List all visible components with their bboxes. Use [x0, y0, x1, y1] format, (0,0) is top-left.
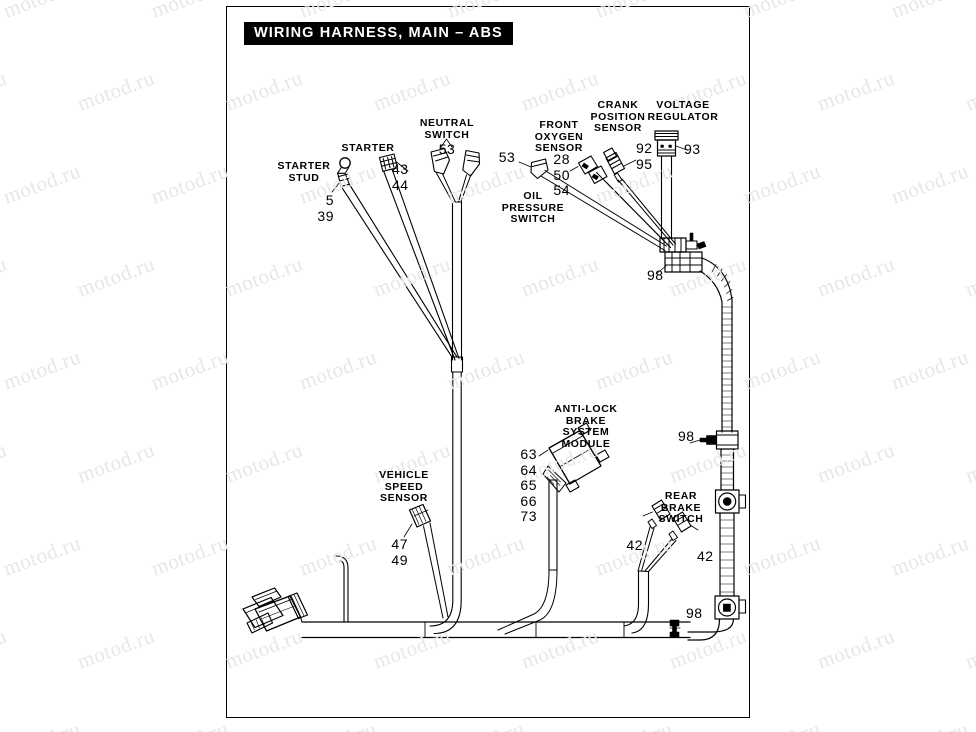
watermark-text: motod.ru — [148, 158, 232, 209]
watermark-text: motod.ru — [740, 530, 824, 581]
watermark-text: motod.ru — [296, 716, 380, 732]
callout-voltage-regulator: 93 — [684, 141, 701, 157]
callout-starter-stud: 5 39 — [317, 192, 334, 224]
watermark-text: motod.ru — [444, 716, 528, 732]
watermark-text: motod.ru — [814, 623, 898, 674]
watermark-text: motod.ru — [962, 65, 976, 116]
watermark-text: motod.ru — [148, 716, 232, 732]
watermark-text: motod.ru — [0, 65, 10, 116]
label-crank-position-sensor: CRANK POSITION SENSOR — [590, 99, 646, 134]
callout-clamp-middle: 98 — [678, 428, 695, 444]
callout-neutral-switch: 53 — [438, 141, 456, 157]
watermark-text: motod.ru — [0, 623, 10, 674]
label-starter-stud: STARTER STUD — [277, 160, 331, 184]
callout-clamp-top: 98 — [647, 267, 664, 283]
watermark-text: motod.ru — [888, 716, 972, 732]
watermark-text: motod.ru — [888, 0, 972, 23]
callout-rear-brake-right: 42 — [697, 548, 714, 564]
watermark-text: motod.ru — [888, 158, 972, 209]
label-rear-brake-switch: REAR BRAKE SWITCH — [658, 490, 704, 525]
watermark-text: motod.ru — [74, 437, 158, 488]
label-abs-module: ANTI-LOCK BRAKE SYSTEM MODULE — [554, 403, 618, 450]
watermark-text: motod.ru — [740, 0, 824, 23]
label-oil-pressure-switch: OIL PRESSURE SWITCH — [501, 190, 565, 225]
callout-abs-module: 63 64 65 66 73 — [520, 446, 537, 524]
watermark-text: motod.ru — [0, 158, 84, 209]
watermark-text: motod.ru — [888, 344, 972, 395]
watermark-text: motod.ru — [0, 530, 84, 581]
watermark-text: motod.ru — [962, 251, 976, 302]
callout-rear-brake-left: 42 — [626, 537, 643, 553]
watermark-text: motod.ru — [0, 344, 84, 395]
callout-starter-connector: 43 44 — [392, 161, 409, 193]
watermark-text: motod.ru — [74, 251, 158, 302]
watermark-text: motod.ru — [0, 251, 10, 302]
watermark-text: motod.ru — [962, 623, 976, 674]
diagram-frame — [226, 6, 750, 718]
watermark-text: motod.ru — [148, 530, 232, 581]
label-vehicle-speed-sensor: VEHICLE SPEED SENSOR — [379, 469, 429, 504]
callout-vehicle-speed-sensor: 47 49 — [391, 536, 408, 568]
watermark-text: motod.ru — [814, 65, 898, 116]
callout-crank-position-sensor: 92 95 — [636, 140, 653, 172]
watermark-text: motod.ru — [740, 344, 824, 395]
watermark-text: motod.ru — [592, 716, 676, 732]
page-title: WIRING HARNESS, MAIN – ABS — [244, 22, 513, 45]
watermark-text: motod.ru — [0, 437, 10, 488]
label-front-oxygen-sensor: FRONT OXYGEN SENSOR — [534, 119, 584, 154]
watermark-text: motod.ru — [0, 716, 84, 732]
callout-clamp-bottom: 98 — [686, 605, 703, 621]
watermark-text: motod.ru — [888, 530, 972, 581]
watermark-text: motod.ru — [814, 251, 898, 302]
watermark-text: motod.ru — [148, 0, 232, 23]
label-neutral-switch: NEUTRAL SWITCH — [419, 117, 475, 141]
watermark-text: motod.ru — [148, 344, 232, 395]
watermark-text: motod.ru — [814, 437, 898, 488]
watermark-text: motod.ru — [0, 0, 84, 23]
watermark-text: motod.ru — [74, 65, 158, 116]
watermark-text: motod.ru — [74, 623, 158, 674]
callout-oil-pressure-switch: 53 — [498, 149, 516, 165]
label-voltage-regulator: VOLTAGE REGULATOR — [647, 99, 719, 123]
callout-front-oxygen-sensor: 28 50 54 — [553, 151, 570, 198]
watermark-text: motod.ru — [740, 158, 824, 209]
watermark-text: motod.ru — [740, 716, 824, 732]
label-starter: STARTER — [341, 142, 395, 154]
watermark-text: motod.ru — [962, 437, 976, 488]
